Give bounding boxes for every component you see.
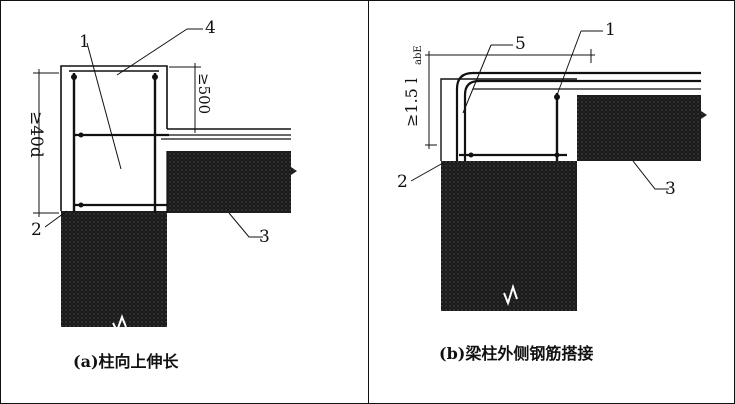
label-2a: 2 bbox=[31, 220, 42, 240]
tie-dot-a2 bbox=[78, 202, 84, 208]
tie-dot-a1 bbox=[78, 132, 84, 138]
dim-lap: ≥1.5 l abE bbox=[402, 45, 595, 149]
beam-a bbox=[167, 151, 297, 213]
lower-column-a bbox=[61, 211, 167, 327]
tie-dot-b2 bbox=[554, 152, 560, 158]
rebar-end-b1 bbox=[554, 94, 560, 100]
label-1a: 1 bbox=[79, 32, 90, 52]
label-3a: 3 bbox=[259, 227, 270, 247]
dim-40d-label: ≥40d bbox=[26, 111, 46, 158]
break-mark-a bbox=[112, 314, 127, 334]
dim-500-label: ≥500 bbox=[195, 73, 213, 114]
label-4a: 4 bbox=[205, 18, 216, 38]
label-5b: 5 bbox=[515, 34, 526, 54]
leader-2b bbox=[410, 162, 444, 182]
dim-40d: ≥40d bbox=[26, 69, 59, 217]
joint-outline-b bbox=[440, 78, 577, 161]
break-mark-b bbox=[503, 283, 518, 306]
beam-top-bars-a bbox=[161, 134, 291, 140]
upper-column-a bbox=[60, 65, 168, 211]
dim-500: ≥500 bbox=[169, 63, 213, 133]
panel-a: ≥40d ≥500 1 4 2 3 (a)柱向上伸长 bbox=[26, 18, 297, 371]
label-1b: 1 bbox=[605, 20, 616, 40]
lower-column-b bbox=[441, 161, 577, 311]
bent-bar-outer-b bbox=[455, 71, 701, 161]
caption-b: (b)梁柱外侧钢筋搭接 bbox=[439, 344, 593, 363]
tie-dot-b1 bbox=[468, 152, 474, 158]
rebar-end-a1 bbox=[71, 74, 77, 80]
leader-1b bbox=[556, 30, 582, 96]
panel-b: ≥1.5 l abE 5 1 2 3 (b)梁柱外侧钢筋搭接 bbox=[397, 20, 707, 363]
bent-bar-inner-b bbox=[463, 79, 701, 161]
leader-3b bbox=[632, 160, 669, 190]
caption-a: (a)柱向上伸长 bbox=[73, 352, 180, 371]
panel-divider bbox=[368, 1, 369, 403]
leader-2a bbox=[44, 210, 68, 228]
leader-1a bbox=[86, 42, 122, 170]
leader-5b bbox=[462, 44, 492, 114]
label-3b: 3 bbox=[665, 179, 676, 199]
label-2b: 2 bbox=[397, 172, 408, 192]
rebar-end-a2 bbox=[152, 74, 158, 80]
dim-lap-sub: abE bbox=[413, 45, 424, 65]
beam-b bbox=[577, 95, 707, 161]
leader-3a bbox=[228, 212, 263, 238]
dim-lap-label: ≥1.5 l bbox=[402, 78, 421, 127]
leader-4a bbox=[116, 28, 188, 76]
